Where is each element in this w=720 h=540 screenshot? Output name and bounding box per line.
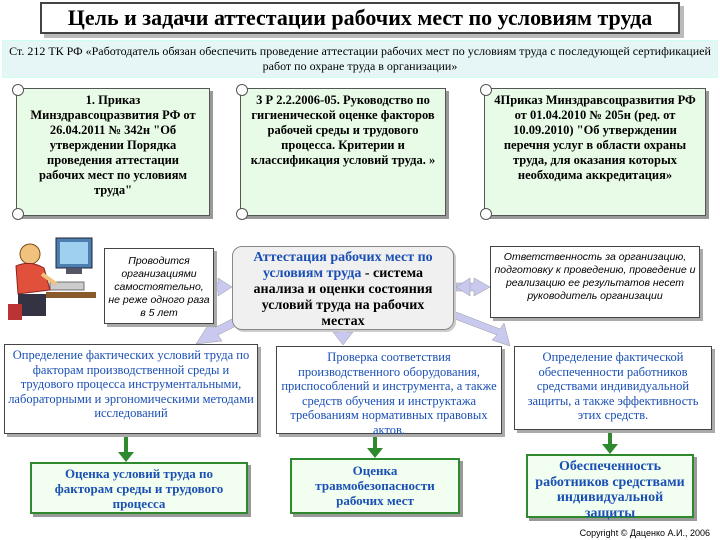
doc-scroll-3: 4Приказ Минздравсоцразвития РФ от 01.04.… bbox=[484, 88, 706, 216]
result-1: Оценка условий труда по факторам среды и… bbox=[30, 462, 248, 514]
arrow-center-to-right-note-left bbox=[456, 278, 470, 296]
doc-3-text: 4Приказ Минздравсоцразвития РФ от 01.04.… bbox=[494, 93, 696, 182]
intro-quote: Ст. 212 ТК РФ «Работодатель обязан обесп… bbox=[2, 40, 718, 78]
result-2: Оценка травмобезопасности рабочих мест bbox=[290, 458, 460, 514]
doc-scroll-1: 1. Приказ Минздравсоцразвития РФ от 26.0… bbox=[16, 88, 210, 216]
central-definition: Аттестация рабочих мест по условиям труд… bbox=[232, 246, 454, 330]
arrow-center-to-left-note bbox=[212, 278, 232, 296]
left-note: Проводится организациями самостоятельно,… bbox=[104, 248, 214, 324]
copyright: Copyright © Даценко А.И., 2006 bbox=[580, 528, 710, 538]
doc-2-text: 3 Р 2.2.2006-05. Руководство по гигиенич… bbox=[251, 93, 435, 167]
task-3: Определение фактической обеспеченности р… bbox=[514, 346, 712, 430]
arrow-task3-to-result3 bbox=[602, 432, 618, 454]
doc-1-text: 1. Приказ Минздравсоцразвития РФ от 26.0… bbox=[30, 93, 195, 197]
result-3: Обеспеченность работников средствами инд… bbox=[526, 454, 694, 518]
arrow-task1-to-result1 bbox=[118, 436, 134, 462]
task-1: Определение фактических условий труда по… bbox=[4, 344, 258, 434]
arrow-center-to-task-2 bbox=[333, 330, 353, 345]
office-worker-illustration bbox=[6, 234, 100, 326]
arrow-task2-to-result2 bbox=[367, 436, 383, 458]
page-title: Цель и задачи аттестации рабочих мест по… bbox=[40, 2, 680, 34]
task-2: Проверка соответствия производственного … bbox=[276, 346, 502, 434]
right-note: Ответственность за организацию, подготов… bbox=[490, 246, 700, 318]
doc-scroll-2: 3 Р 2.2.2006-05. Руководство по гигиенич… bbox=[240, 88, 446, 216]
